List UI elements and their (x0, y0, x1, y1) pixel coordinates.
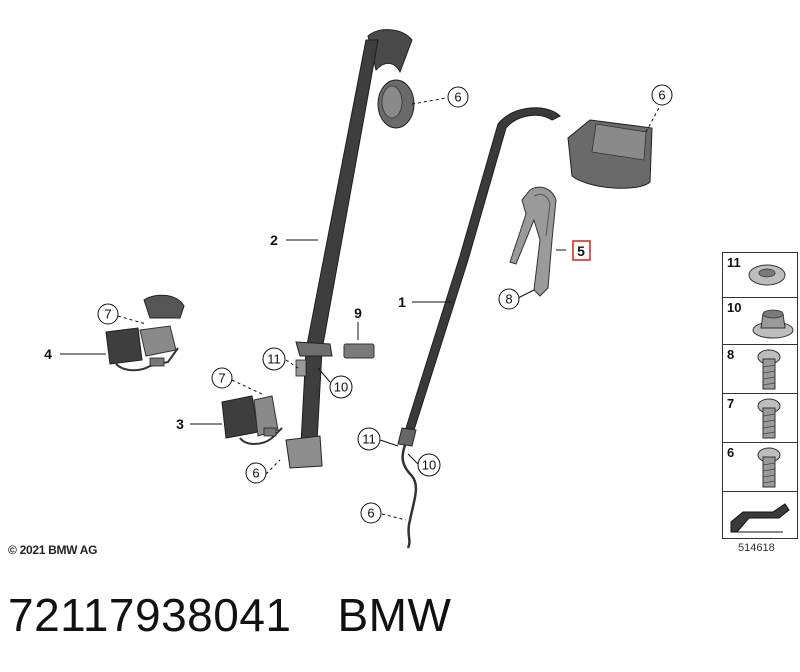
part-number: 72117938041 (8, 589, 292, 641)
svg-text:6: 6 (454, 90, 461, 105)
part-5-bracket (509, 186, 557, 297)
seat-belt-right-assembly (397, 107, 653, 549)
svg-text:11: 11 (267, 352, 281, 367)
legend-label: 8 (727, 347, 735, 362)
callout-c10-mid: 10 (329, 375, 353, 399)
svg-text:7: 7 (218, 371, 225, 386)
bolt-icon (757, 349, 781, 390)
label-2: 2 (270, 232, 278, 248)
svg-text:5: 5 (577, 243, 585, 259)
legend-item-8: 8 (722, 344, 798, 394)
diagram-id: 514618 (738, 542, 775, 554)
svg-text:6: 6 (367, 506, 374, 521)
svg-text:10: 10 (422, 458, 436, 473)
seat-belt-left-assembly (285, 29, 415, 469)
svg-text:11: 11 (362, 432, 376, 447)
part-3-buckle-assembly (221, 395, 283, 445)
leader-lines (60, 97, 661, 521)
copyright-text: © 2021 BMW AG (8, 543, 98, 557)
legend-label: 7 (727, 396, 735, 411)
callout-c6-top: 6 (447, 86, 469, 108)
legend-item-arrow (722, 491, 798, 539)
callout-c6-lower-mid: 6 (245, 462, 267, 484)
svg-text:10: 10 (334, 380, 348, 395)
bolt-icon (757, 398, 781, 439)
part-4-buckle-assembly (105, 294, 185, 372)
flange-nut-icon (752, 309, 794, 339)
callout-c7-mid: 7 (211, 367, 233, 389)
callout-c6-lower-right: 6 (360, 502, 382, 524)
svg-text:6: 6 (252, 466, 259, 481)
callout-c10-right: 10 (417, 453, 441, 477)
highlight-box (572, 240, 591, 261)
svg-text:8: 8 (505, 292, 512, 307)
legend-item-11: 11 (722, 252, 798, 298)
footer-part-line: 72117938041 BMW (8, 588, 451, 642)
legend-label: 6 (727, 445, 735, 460)
brand-name: BMW (337, 589, 452, 641)
callout-c6-right: 6 (651, 84, 673, 106)
legend-item-7: 7 (722, 393, 798, 443)
washer-nut-icon (748, 264, 786, 286)
callout-c11-mid: 11 (262, 347, 286, 371)
label-4: 4 (44, 346, 52, 362)
legend-item-6: 6 (722, 442, 798, 492)
svg-text:6: 6 (658, 88, 665, 103)
legend-label: 10 (727, 300, 742, 315)
part-9-pad (343, 343, 375, 359)
highlighted-label-5[interactable]: 5 (572, 240, 591, 261)
callout-c8: 8 (498, 288, 520, 310)
label-9: 9 (354, 305, 362, 321)
label-3: 3 (176, 416, 184, 432)
svg-text:7: 7 (104, 307, 111, 322)
bolt-icon (757, 447, 781, 488)
callout-c11-right: 11 (357, 427, 381, 451)
callout-c7-left: 7 (97, 303, 119, 325)
legend-label: 11 (727, 255, 741, 270)
legend-item-10: 10 (722, 297, 798, 345)
label-1: 1 (398, 294, 406, 310)
arrow-icon (730, 503, 790, 533)
